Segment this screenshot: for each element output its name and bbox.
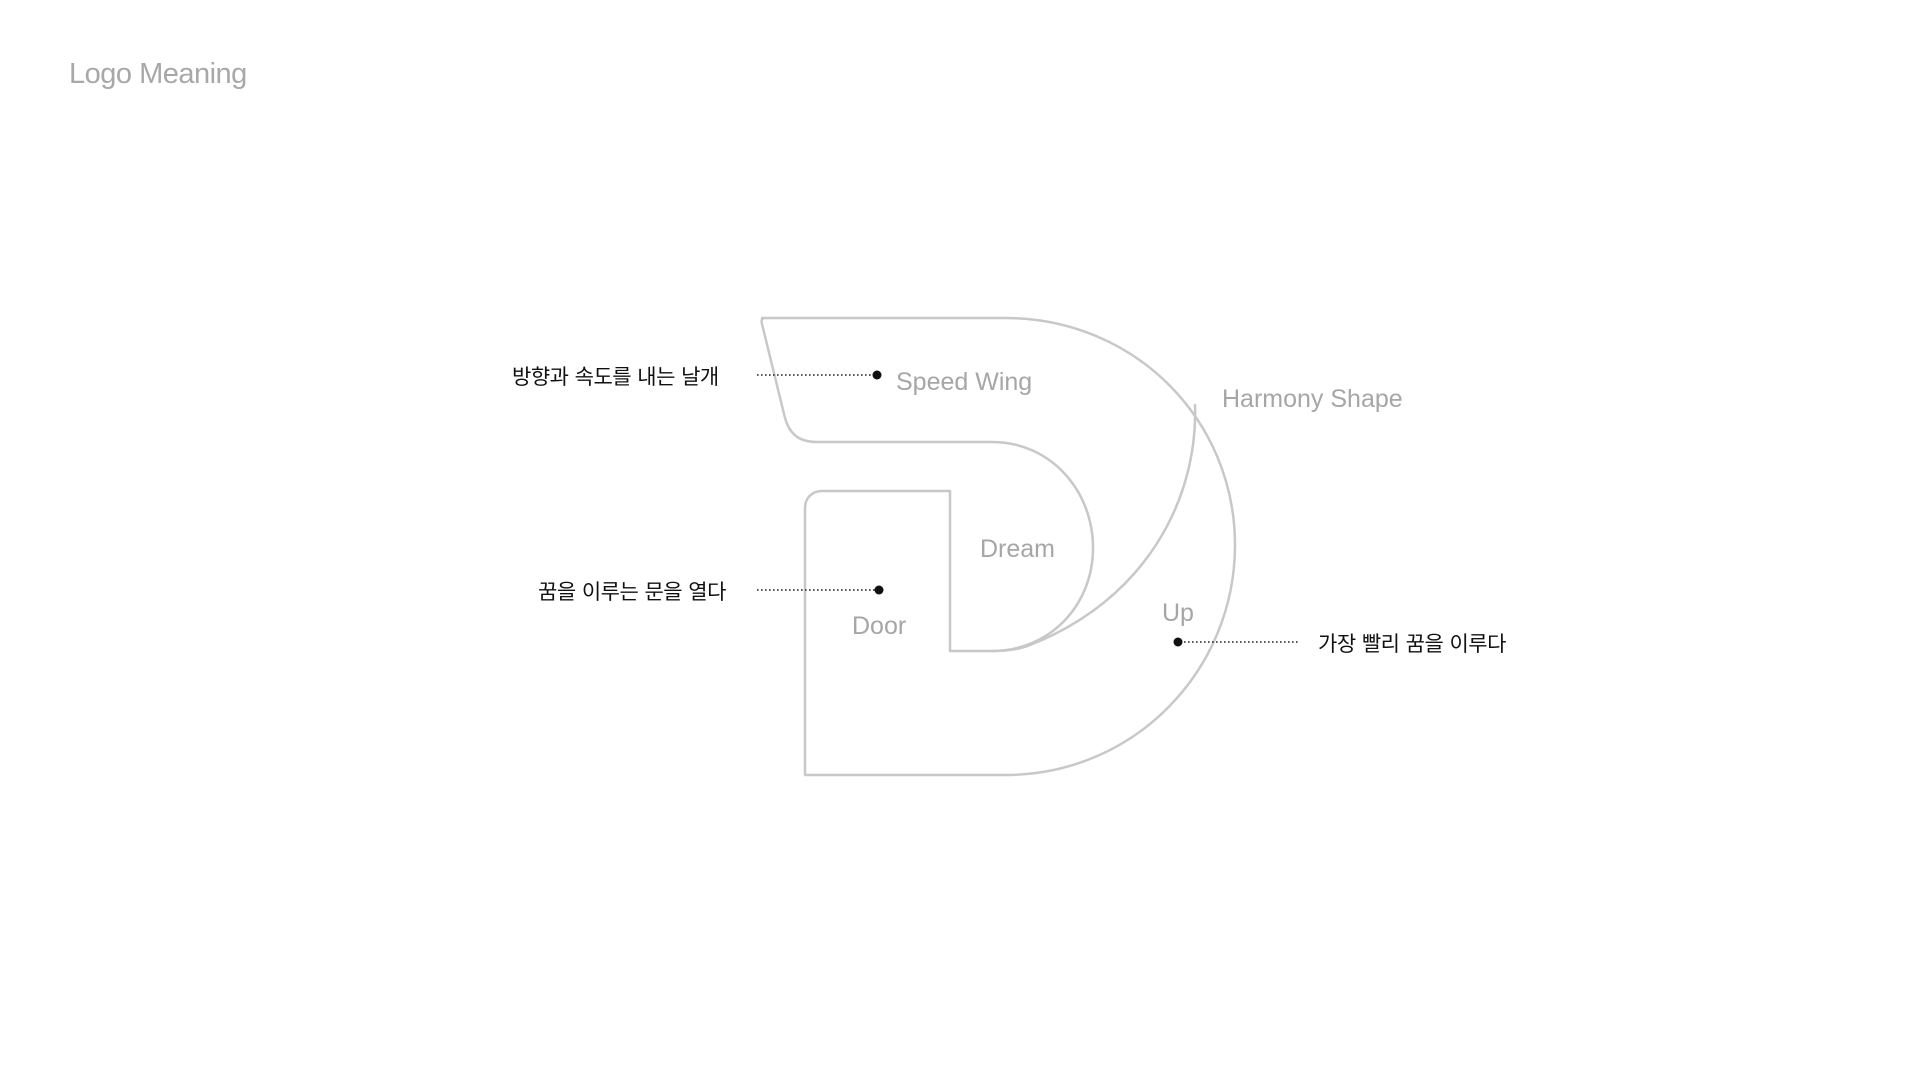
label-up: Up [1162,599,1194,627]
label-door: Door [852,612,906,640]
callout-door: 꿈을 이루는 문을 열다 [538,580,726,604]
page-title: Logo Meaning [69,58,247,90]
label-harmony-shape: Harmony Shape [1222,385,1403,413]
harmony-inner-curve [990,403,1197,653]
leader-dot-speed-wing [872,370,882,380]
label-dream: Dream [980,535,1055,563]
logo-d-outer-outline [760,316,1237,777]
label-speed-wing: Speed Wing [896,368,1032,396]
leader-dot-door [874,585,884,595]
callout-up: 가장 빨리 꿈을 이루다 [1318,632,1506,656]
callout-speed-wing: 방향과 속도를 내는 날개 [512,365,719,389]
leader-dot-up [1173,637,1183,647]
